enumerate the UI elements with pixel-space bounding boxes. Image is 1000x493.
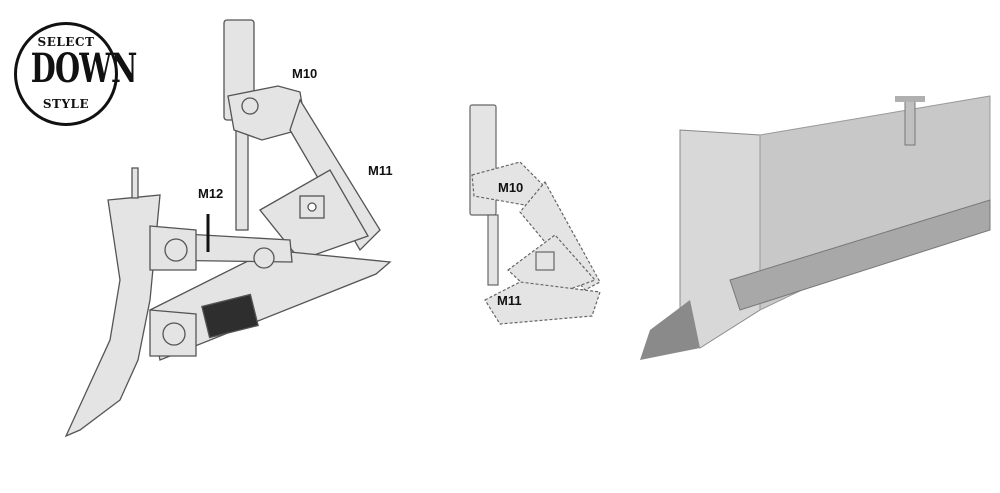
left-pivot-top xyxy=(241,97,259,115)
right-blade-render xyxy=(640,95,991,360)
label-left-m11: M11 xyxy=(368,163,393,178)
left-blade-side-view xyxy=(64,19,392,438)
left-upper-pivot xyxy=(164,238,188,262)
left-moldboard xyxy=(64,194,161,438)
left-lower-pivot xyxy=(162,322,186,346)
mid-cylinder-rod xyxy=(487,214,499,286)
left-cylinder-rod xyxy=(235,119,249,231)
label-mid-m10: M10 xyxy=(498,180,524,195)
label-left-m10: M10 xyxy=(292,66,318,81)
left-push-arm-m11 xyxy=(289,98,381,252)
label-left-m12: M12 xyxy=(198,186,224,201)
render-cylinder xyxy=(904,99,916,146)
left-pivot-mid xyxy=(253,247,275,269)
render-cutting-edge xyxy=(640,300,700,360)
render-track xyxy=(729,199,991,311)
mid-bolt-plate xyxy=(535,251,555,271)
left-dark-block xyxy=(201,293,259,339)
badge-line-3: STYLE xyxy=(42,97,90,111)
badge-line-1: SELECT xyxy=(37,35,95,49)
left-blade-handle xyxy=(131,167,139,199)
mid-lower-link-m11 xyxy=(484,281,601,325)
left-bolt xyxy=(307,202,317,212)
middle-component-detail xyxy=(469,104,601,325)
label-mid-m11: M11 xyxy=(497,293,522,308)
render-cylinder-cap xyxy=(895,96,925,102)
